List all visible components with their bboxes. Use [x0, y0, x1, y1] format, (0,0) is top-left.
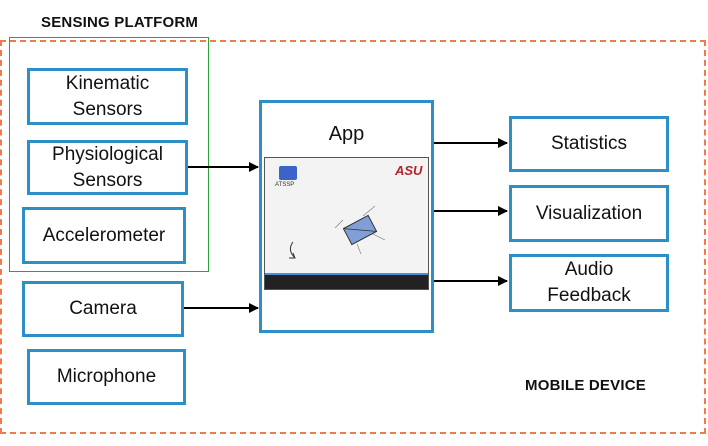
statistics-label: Statistics [550, 133, 628, 154]
statistics-box: Statistics [509, 116, 669, 172]
microphone-label: Microphone [56, 366, 157, 387]
audio-feedback-box: Audio Feedback [509, 254, 669, 312]
microphone-box: Microphone [27, 349, 186, 405]
camera-box: Camera [22, 281, 184, 337]
visualization-label: Visualization [535, 202, 643, 224]
screen-sketch [289, 205, 386, 259]
visualization-box: Visualization [509, 185, 669, 242]
physiological-sensors-box: Physiological Sensors [27, 140, 188, 195]
accelerometer-label: Accelerometer [42, 224, 166, 246]
asu-logo-icon: ASU [395, 163, 423, 178]
android-nav-bar [265, 275, 428, 289]
mobile-device-frame [0, 40, 706, 434]
app-screenshot: ATSSP ASU [264, 157, 429, 290]
app-icon [279, 166, 297, 180]
sensing-platform-title: SENSING PLATFORM [41, 14, 199, 31]
mobile-device-title: MOBILE DEVICE [525, 377, 646, 394]
physiological-sensors-label: Physiological Sensors [52, 143, 163, 191]
accelerometer-box: Accelerometer [22, 207, 186, 264]
app-title: App [328, 123, 365, 145]
screen-accent-line [265, 273, 428, 275]
app-name-text: ATSSP [275, 182, 295, 188]
camera-label: Camera [69, 298, 137, 319]
sensing-platform-frame [9, 37, 209, 272]
audio-feedback-label: Audio Feedback [547, 259, 631, 306]
kinematic-sensors-label: Kinematic Sensors [65, 72, 150, 120]
kinematic-sensors-box: Kinematic Sensors [27, 68, 188, 125]
